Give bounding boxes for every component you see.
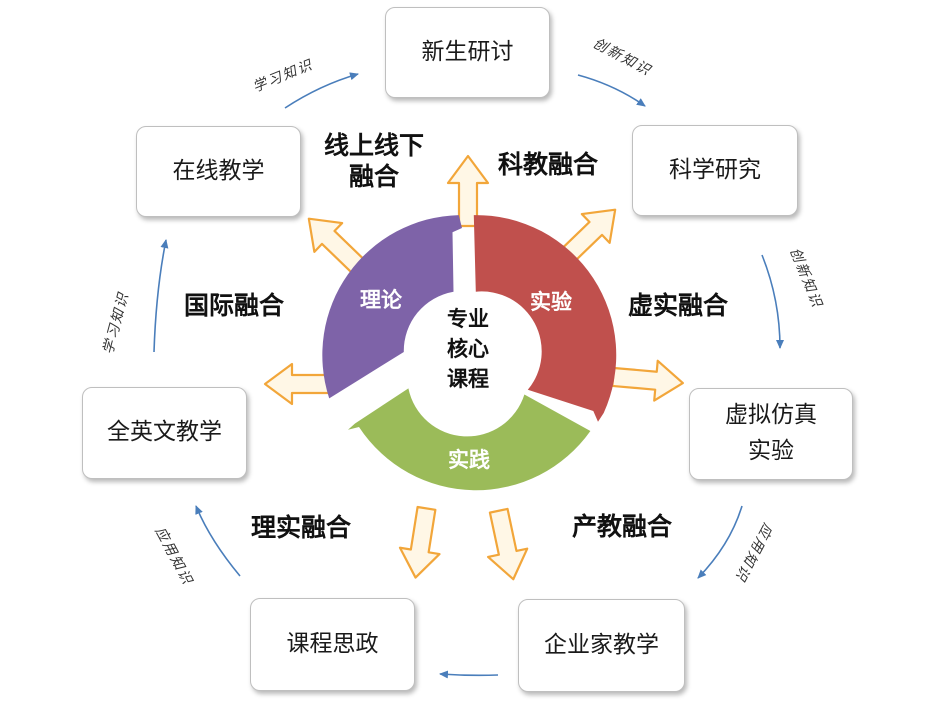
international-fusion-label: 国际融合 xyxy=(184,291,285,320)
enterprise-teaching-text: 企业家教学 xyxy=(544,631,659,658)
theory-segment xyxy=(322,215,462,399)
application-knowledge-right: 应用知识 xyxy=(731,520,775,584)
online-offline-fusion-label: 线上线下 融合 xyxy=(314,130,434,193)
practice-label: 实践 xyxy=(448,448,490,472)
practice-segment xyxy=(348,388,591,491)
flow-arrow-top-right xyxy=(577,74,646,107)
virtual-real-fusion-label: 虚实融合 xyxy=(628,291,729,320)
ideological-course-text: 课程思政 xyxy=(286,630,379,657)
center-text-line1: 专业 xyxy=(447,307,489,331)
arrow-to-enterprise-teaching xyxy=(487,507,529,581)
scientific-research-text: 科学研究 xyxy=(669,156,761,183)
application-knowledge-left: 应用知识 xyxy=(151,524,195,588)
industry-education-fusion-label: 产教融合 xyxy=(572,512,673,541)
online-offline-fusion-line1: 线上线下 xyxy=(323,131,424,160)
arrow-to-virtual-simulation xyxy=(611,359,684,402)
center-text-line2: 核心 xyxy=(447,337,489,361)
freshman-seminar-text: 新生研讨 xyxy=(421,38,514,65)
theory-practice-fusion-label: 理实融合 xyxy=(251,513,352,542)
outward-arrows xyxy=(263,154,684,581)
scientific-research-box: 科学研究 xyxy=(632,125,798,216)
arrow-to-ideological-course xyxy=(398,505,441,579)
virtual-simulation-box: 虚拟仿真 实验 xyxy=(689,388,853,480)
flow-arrow-right-upper xyxy=(761,254,784,349)
center-circle xyxy=(407,296,519,408)
experiment-label: 实验 xyxy=(530,290,572,314)
enterprise-teaching-box: 企业家教学 xyxy=(518,599,685,692)
flow-arrow-top-left xyxy=(284,72,359,109)
theory-label: 理论 xyxy=(360,288,403,312)
virtual-simulation-text-line1: 虚拟仿真 xyxy=(725,402,817,429)
innovation-knowledge-top: 创新知识 xyxy=(590,35,654,79)
online-offline-fusion-line2: 融合 xyxy=(348,162,399,192)
experiment-segment xyxy=(473,215,617,422)
science-education-fusion-label: 科教融合 xyxy=(498,150,599,179)
ideological-course-box: 课程思政 xyxy=(250,598,415,691)
english-teaching-box: 全英文教学 xyxy=(82,387,247,479)
flow-arrow-right-lower xyxy=(697,505,743,579)
online-teaching-text: 在线教学 xyxy=(172,157,265,184)
freshman-seminar-box: 新生研讨 xyxy=(385,7,550,98)
arrow-to-online-teaching xyxy=(307,217,367,275)
center-text-line3: 课程 xyxy=(447,367,489,391)
learning-knowledge-top: 学习知识 xyxy=(251,57,316,96)
learning-knowledge-left: 学习知识 xyxy=(100,290,132,356)
flow-arrow-left-upper xyxy=(153,239,169,353)
english-teaching-text: 全英文教学 xyxy=(107,419,222,446)
innovation-knowledge-right: 创新知识 xyxy=(786,246,825,311)
flow-arrow-bottom xyxy=(439,670,499,679)
flow-arrow-left-lower xyxy=(195,505,241,577)
virtual-simulation-text-line2: 实验 xyxy=(748,438,794,464)
online-teaching-box: 在线教学 xyxy=(136,126,301,217)
